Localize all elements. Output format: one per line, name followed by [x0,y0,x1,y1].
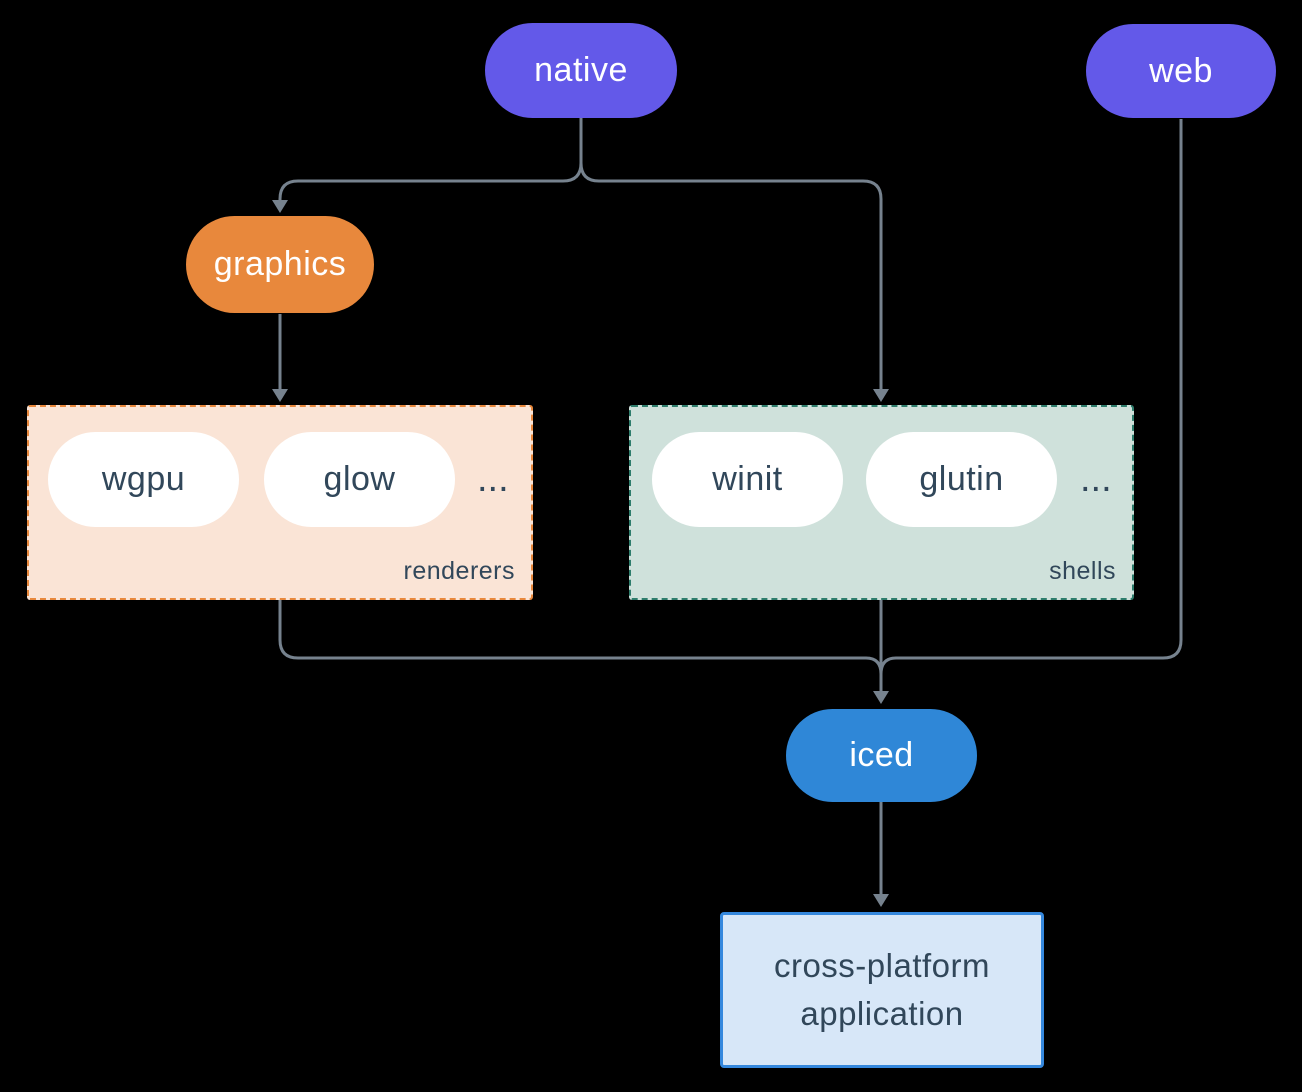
node-glow: glow [264,432,455,527]
node-glow-label: glow [323,460,396,498]
node-native: native [485,23,677,118]
arrowhead-into-graphics [272,200,288,213]
renderers-ellipsis: ... [477,458,509,500]
edge-native-graphics [278,118,583,201]
arrowhead-into-iced [873,691,889,704]
node-graphics: graphics [186,216,374,313]
edge-native-shells [579,118,883,390]
node-glutin: glutin [866,432,1057,527]
node-application-label: cross-platform application [773,947,991,1032]
arrowhead-into-application [873,894,889,907]
shells-ellipsis: ... [1080,458,1112,500]
node-winit-label: winit [712,460,783,498]
arrowhead-into-shells [873,389,889,402]
node-iced: iced [786,709,977,802]
node-glutin-label: glutin [919,460,1004,498]
node-iced-label: iced [849,736,914,774]
node-graphics-label: graphics [213,245,347,283]
edge-renderers-iced [278,600,883,675]
node-web: web [1086,24,1276,118]
group-renderers-label: renderers [403,557,515,585]
node-web-label: web [1149,51,1213,90]
node-wgpu: wgpu [48,432,239,527]
edge-web-iced [879,119,1183,675]
arrowhead-into-renderers [272,389,288,402]
node-application: cross-platform application [720,912,1044,1068]
group-shells-label: shells [1049,557,1116,585]
node-native-label: native [534,51,628,89]
node-wgpu-label: wgpu [101,460,186,498]
node-winit: winit [652,432,843,527]
